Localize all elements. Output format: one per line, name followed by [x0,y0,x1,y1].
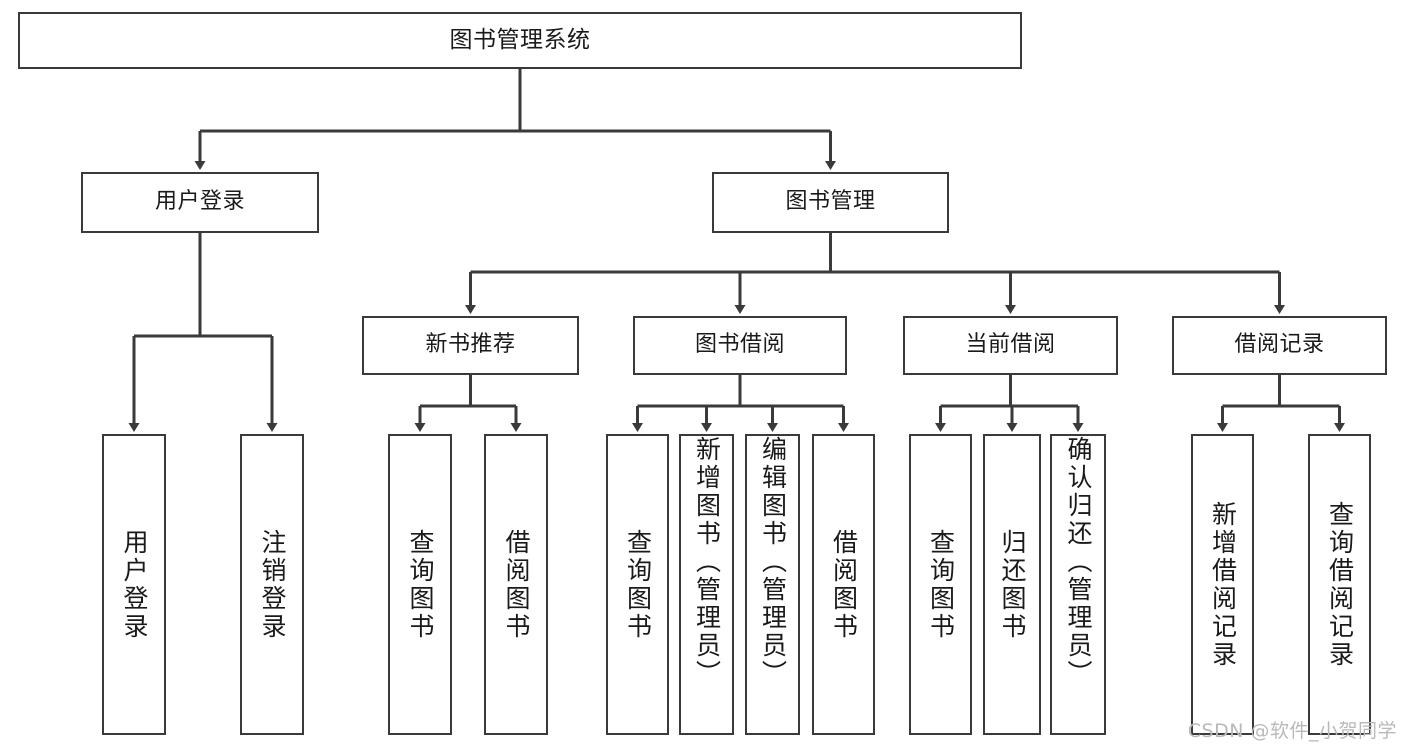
node-label: 图书管理 [785,189,876,215]
leaf-label: 查询图书 [406,528,435,641]
leaf-logout[interactable]: 注销登录 [240,434,304,735]
leaf-query-books-borrow[interactable]: 查询图书 [606,434,669,735]
leaf-label: 借阅图书 [502,528,531,641]
leaf-query-books-current[interactable]: 查询图书 [909,434,972,735]
leaf-label: 新增图书（管理员） [692,436,722,688]
leaf-add-borrow-record[interactable]: 新增借阅记录 [1191,434,1254,735]
watermark: CSDN @软件_小贺同学 [1187,720,1397,742]
node-label: 用户登录 [154,189,245,215]
node-root-label: 图书管理系统 [449,26,591,53]
leaf-return-books[interactable]: 归还图书 [983,434,1041,735]
leaf-label: 借阅图书 [829,528,859,641]
node-label: 图书借阅 [694,332,785,358]
node-level1-user-login[interactable]: 用户登录 [81,172,319,233]
node-label: 借阅记录 [1234,332,1325,358]
node-level2-borrow-records[interactable]: 借阅记录 [1172,316,1387,375]
node-level2-book-borrow[interactable]: 图书借阅 [633,316,847,375]
leaf-label: 查询借阅记录 [1325,500,1355,669]
node-level1-book-management[interactable]: 图书管理 [712,172,949,233]
leaf-label: 查询图书 [926,528,956,641]
leaf-confirm-return-admin[interactable]: 确认归还（管理员） [1050,434,1106,735]
node-level2-current-borrow[interactable]: 当前借阅 [903,316,1118,375]
leaf-label: 确认归还（管理员） [1064,436,1093,688]
leaf-edit-book-admin[interactable]: 编辑图书（管理员） [745,434,800,735]
leaf-borrow-books-recommend[interactable]: 借阅图书 [484,434,548,735]
leaf-label: 新增借阅记录 [1208,500,1238,669]
node-root[interactable]: 图书管理系统 [18,12,1022,69]
node-label: 新书推荐 [425,332,516,358]
leaf-user-login[interactable]: 用户登录 [102,434,166,735]
leaf-label: 用户登录 [120,528,149,641]
leaf-add-book-admin[interactable]: 新增图书（管理员） [679,434,734,735]
node-level2-new-book-recommend[interactable]: 新书推荐 [362,316,579,375]
leaf-query-borrow-record[interactable]: 查询借阅记录 [1308,434,1371,735]
leaf-borrow-books[interactable]: 借阅图书 [812,434,875,735]
node-label: 当前借阅 [965,332,1056,358]
leaf-query-books-recommend[interactable]: 查询图书 [388,434,452,735]
leaf-label: 编辑图书（管理员） [758,436,788,688]
leaf-label: 查询图书 [623,528,653,641]
leaf-label: 归还图书 [998,528,1027,641]
leaf-label: 注销登录 [258,528,287,641]
